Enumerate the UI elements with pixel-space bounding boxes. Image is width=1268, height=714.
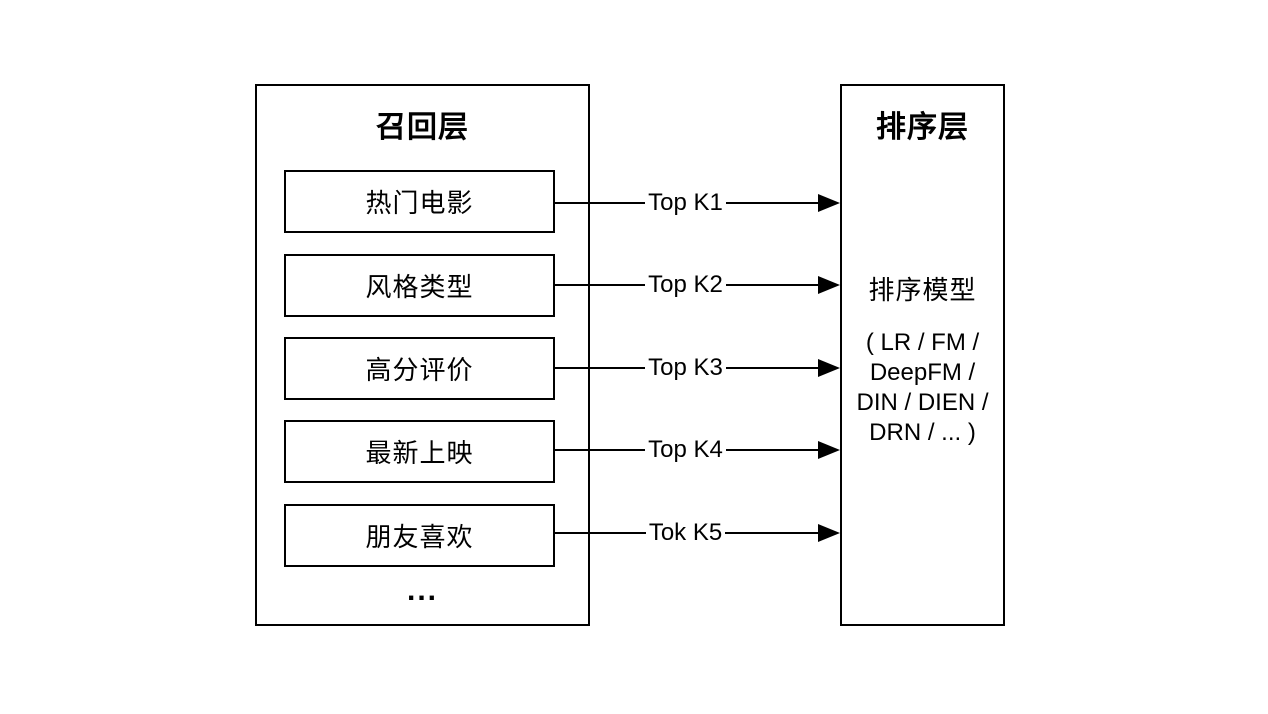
- recall-item-genre-type: 风格类型: [284, 254, 555, 317]
- recall-item-label: 风格类型: [365, 272, 474, 302]
- recall-item-label: 高分评价: [365, 355, 474, 385]
- arrow-topk4: Top K4: [553, 438, 840, 462]
- recall-layer-title: 召回层: [376, 111, 469, 144]
- arrow-line: [725, 284, 818, 286]
- arrowhead-right-icon: [818, 276, 840, 294]
- arrow-label: Top K4: [645, 438, 726, 462]
- arrow-line: [725, 367, 818, 369]
- arrow-line: [553, 367, 646, 369]
- arrow-topk3: Top K3: [553, 356, 840, 380]
- recall-item-label: 热门电影: [365, 188, 474, 218]
- arrow-label: Top K1: [645, 191, 726, 215]
- recall-item-high-rating: 高分评价: [284, 337, 555, 400]
- arrow-line: [725, 532, 818, 534]
- arrow-label: Top K3: [645, 356, 726, 380]
- recall-layer-box: 召回层 热门电影 风格类型 高分评价 最新上映 朋友喜欢 ...: [255, 84, 590, 626]
- recall-item-newly-released: 最新上映: [284, 420, 555, 483]
- arrow-line: [725, 202, 818, 204]
- recall-item-friends-like: 朋友喜欢: [284, 504, 555, 567]
- arrow-topk2: Top K2: [553, 273, 840, 297]
- recall-item-label: 最新上映: [365, 438, 474, 468]
- arrow-label: Tok K5: [645, 521, 726, 545]
- arrow-label: Top K2: [645, 273, 726, 297]
- arrow-line: [553, 284, 646, 286]
- recall-item-label: 朋友喜欢: [365, 522, 474, 552]
- recall-more-ellipsis: ...: [406, 574, 438, 607]
- arrowhead-right-icon: [818, 194, 840, 212]
- ranking-layer-title: 排序层: [876, 111, 969, 144]
- ranking-layer-box: 排序层 排序模型 ( LR / FM / DeepFM / DIN / DIEN…: [840, 84, 1005, 626]
- recall-item-hot-movies: 热门电影: [284, 170, 555, 233]
- arrowhead-right-icon: [818, 441, 840, 459]
- arrowhead-right-icon: [818, 524, 840, 542]
- arrow-tokk5: Tok K5: [553, 521, 840, 545]
- ranking-model-label: 排序模型: [868, 275, 977, 305]
- arrow-line: [553, 532, 646, 534]
- ranking-model-list: ( LR / FM / DeepFM / DIN / DIEN / DRN / …: [856, 329, 989, 446]
- arrowhead-right-icon: [818, 359, 840, 377]
- arrow-line: [725, 449, 818, 451]
- arrow-line: [553, 202, 646, 204]
- arrow-line: [553, 449, 646, 451]
- arrow-topk1: Top K1: [553, 191, 840, 215]
